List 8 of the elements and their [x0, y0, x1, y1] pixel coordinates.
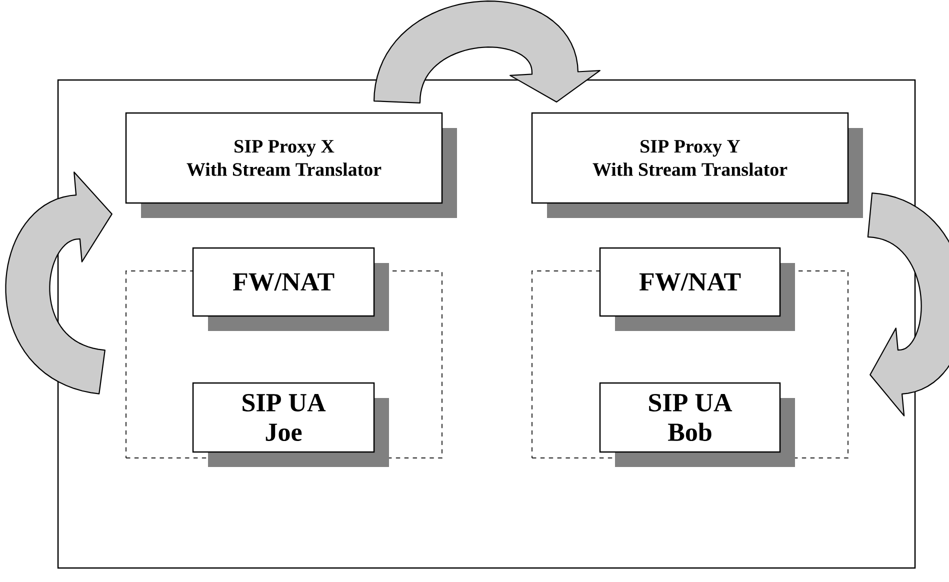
- process-box: FW/NAT: [599, 247, 795, 331]
- process-box: SIP UA Joe: [192, 382, 389, 467]
- process-box: SIP Proxy X With Stream Translator: [125, 112, 457, 218]
- process-box: FW/NAT: [192, 247, 389, 331]
- block-arrow: [867, 192, 949, 416]
- block-arrow: [373, 0, 600, 104]
- process-box: SIP Proxy Y With Stream Translator: [531, 112, 863, 218]
- process-box: SIP UA Bob: [599, 382, 795, 467]
